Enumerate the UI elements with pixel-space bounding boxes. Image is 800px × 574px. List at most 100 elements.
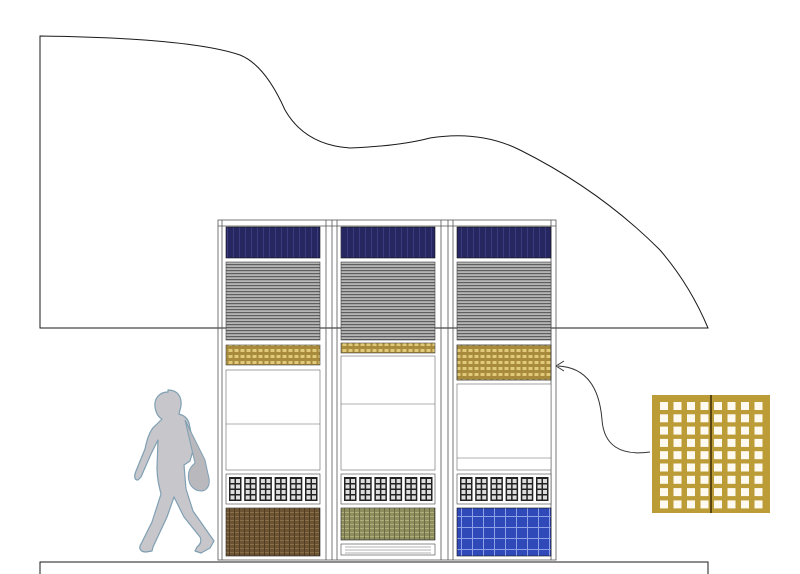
- perforation: [714, 426, 722, 435]
- perforation: [700, 463, 709, 472]
- perforation: [700, 451, 709, 460]
- open-bay: [225, 369, 321, 471]
- perforation: [660, 451, 668, 460]
- open-bay: [456, 383, 552, 471]
- perforation: [660, 488, 668, 497]
- perforation: [673, 438, 682, 447]
- mesh-row: [456, 473, 552, 505]
- perforation: [700, 500, 709, 509]
- perforation: [741, 488, 749, 497]
- module-center: [340, 226, 436, 556]
- brown-pv-panel: [225, 507, 321, 557]
- perforation: [754, 488, 763, 497]
- perforation: [700, 488, 709, 497]
- perforation: [727, 426, 736, 435]
- perforation: [687, 488, 695, 497]
- navy-pv-panel: [456, 226, 552, 259]
- perforation: [754, 463, 763, 472]
- perforation: [673, 402, 682, 410]
- perforation: [727, 475, 736, 484]
- perforation: [741, 451, 749, 460]
- perforation: [673, 426, 682, 435]
- gold-panel: [340, 342, 436, 354]
- louver-panel: [225, 261, 321, 341]
- perforation: [673, 414, 682, 423]
- perforation: [660, 463, 668, 472]
- perforation: [741, 402, 749, 410]
- perforation: [660, 500, 668, 509]
- walking-person-silhouette-icon: [134, 389, 215, 554]
- perforation: [714, 451, 722, 460]
- vent-grille: [340, 543, 436, 556]
- blue-pv-panel: [456, 507, 552, 557]
- perforation: [754, 426, 763, 435]
- perforation: [687, 426, 695, 435]
- louver-panel: [340, 261, 436, 341]
- perforation: [754, 475, 763, 484]
- perforation: [660, 438, 668, 447]
- perforation: [660, 475, 668, 484]
- perforation: [714, 402, 722, 410]
- perforation: [741, 414, 749, 423]
- perforation: [687, 451, 695, 460]
- perforation: [687, 463, 695, 472]
- perforation: [727, 463, 736, 472]
- perforation: [754, 402, 763, 410]
- perforation: [673, 500, 682, 509]
- canopy-roof-outline: [39, 35, 709, 329]
- open-bay: [340, 355, 436, 471]
- perforation: [741, 426, 749, 435]
- perforation: [714, 463, 722, 472]
- navy-pv-panel: [340, 226, 436, 259]
- olive-pv-panel: [340, 507, 436, 541]
- perforation: [741, 463, 749, 472]
- module-right: [456, 226, 552, 557]
- perforation: [687, 475, 695, 484]
- navy-pv-panel: [225, 226, 321, 259]
- arrowhead-icon: [555, 360, 565, 372]
- perforation: [714, 414, 722, 423]
- perforation: [714, 500, 722, 509]
- louver-panel: [456, 261, 552, 341]
- shoulder-bag-icon: [184, 419, 210, 492]
- perforation: [714, 438, 722, 447]
- perforation: [754, 500, 763, 509]
- gold-perforated-panel-detail: [652, 395, 770, 513]
- perforation: [741, 438, 749, 447]
- callout-arrow: [557, 365, 651, 454]
- perforation: [700, 475, 709, 484]
- gold-panel: [225, 344, 321, 366]
- perforation: [673, 463, 682, 472]
- perforation: [754, 414, 763, 423]
- perforation: [673, 451, 682, 460]
- perforation: [727, 402, 736, 410]
- perforation: [687, 438, 695, 447]
- module-left: [225, 226, 321, 557]
- mesh-row: [340, 473, 436, 505]
- perforation: [727, 438, 736, 447]
- perforation: [714, 488, 722, 497]
- perforation: [727, 414, 736, 423]
- perforation: [700, 414, 709, 423]
- ground-line: [39, 561, 709, 574]
- module-right-gold-panel: [456, 344, 552, 381]
- perforation: [741, 475, 749, 484]
- perforation: [727, 500, 736, 509]
- perforation: [687, 402, 695, 410]
- perforation: [673, 488, 682, 497]
- perforation: [754, 451, 763, 460]
- perforation: [754, 438, 763, 447]
- perforation: [660, 426, 668, 435]
- perforation: [741, 500, 749, 509]
- perforation: [727, 488, 736, 497]
- perforation: [687, 500, 695, 509]
- perforation: [687, 414, 695, 423]
- perforation: [673, 475, 682, 484]
- perforation: [714, 475, 722, 484]
- mesh-row: [225, 473, 321, 505]
- perforation: [700, 438, 709, 447]
- perforation: [660, 414, 668, 423]
- perforation: [700, 402, 709, 410]
- perforation: [700, 426, 709, 435]
